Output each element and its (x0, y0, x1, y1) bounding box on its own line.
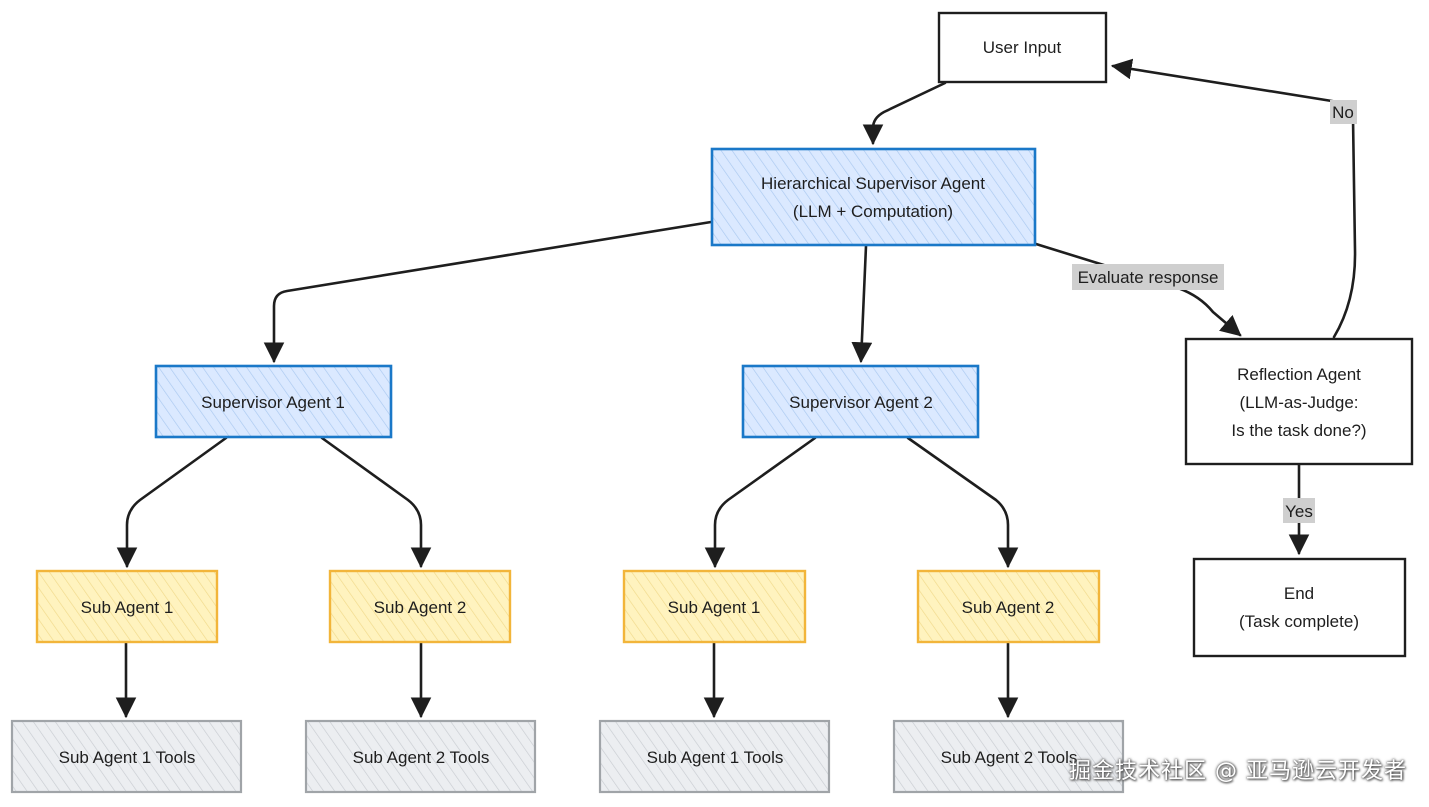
node-user-input: User Input (937, 11, 1108, 84)
node-tools-label: Sub Agent 1 Tools (647, 748, 784, 767)
node-reflection-line1: Reflection Agent (1237, 365, 1361, 384)
edge-label-evaluate-text: Evaluate response (1078, 268, 1219, 287)
node-sub-agent-label: Sub Agent 2 (374, 598, 467, 617)
node-sub-agent: Sub Agent 2 (328, 569, 512, 644)
node-tools: Sub Agent 1 Tools (10, 719, 243, 794)
edge-label-yes: Yes (1283, 498, 1315, 523)
edges (115, 58, 1357, 719)
node-sub-agent: Sub Agent 1 (622, 569, 807, 644)
edge-label-yes-text: Yes (1285, 502, 1313, 521)
node-end-line2: (Task complete) (1239, 612, 1359, 631)
node-tools-label: Sub Agent 2 Tools (353, 748, 490, 767)
node-reflection-line3: Is the task done?) (1231, 421, 1366, 440)
node-reflection-agent: Reflection Agent (LLM-as-Judge: Is the t… (1184, 337, 1414, 466)
edge-supervisor-1-to-sub-1 (116, 436, 228, 569)
edge-supervisor-2-to-sub-2 (906, 436, 1019, 569)
node-tools-label: Sub Agent 2 Tools (941, 748, 1078, 767)
node-tools: Sub Agent 2 Tools (304, 719, 537, 794)
node-tools-label: Sub Agent 1 Tools (59, 748, 196, 767)
edge-label-no: No (1330, 100, 1357, 124)
node-tools: Sub Agent 1 Tools (598, 719, 831, 794)
edge-supervisor-2-to-sub-1 (704, 436, 817, 569)
node-supervisor-2: Supervisor Agent 2 (741, 364, 980, 439)
node-end: End (Task complete) (1192, 557, 1407, 658)
node-hierarchical-supervisor-line1: Hierarchical Supervisor Agent (761, 174, 985, 193)
node-hierarchical-supervisor-line2: (LLM + Computation) (793, 202, 953, 221)
node-supervisor-1: Supervisor Agent 1 (154, 364, 393, 439)
node-user-input-label: User Input (983, 38, 1062, 57)
node-reflection-line2: (LLM-as-Judge: (1239, 393, 1358, 412)
node-sub-agent-label: Sub Agent 2 (962, 598, 1055, 617)
node-hierarchical-supervisor: Hierarchical Supervisor Agent (LLM + Com… (710, 147, 1037, 247)
node-sub-agent-label: Sub Agent 1 (668, 598, 761, 617)
node-end-line1: End (1284, 584, 1314, 603)
edge-supervisor-1-to-sub-2 (320, 436, 432, 569)
node-supervisor-1-label: Supervisor Agent 1 (201, 393, 345, 412)
watermark: 掘金技术社区 @ 亚马逊云开发者 (1069, 759, 1407, 784)
edge-label-evaluate: Evaluate response (1072, 264, 1224, 290)
node-sub-agent-label: Sub Agent 1 (81, 598, 174, 617)
edge-reflection-to-input (1110, 58, 1357, 339)
node-supervisor-2-label: Supervisor Agent 2 (789, 393, 933, 412)
node-sub-agent: Sub Agent 1 (35, 569, 219, 644)
edge-hierarchical-to-supervisor-1 (263, 220, 713, 364)
edge-label-no-text: No (1332, 103, 1354, 122)
node-sub-agent: Sub Agent 2 (916, 569, 1101, 644)
edge-input-to-hierarchical (862, 81, 947, 146)
edge-hierarchical-to-supervisor-2 (851, 244, 873, 364)
node-tools: Sub Agent 2 Tools (892, 719, 1125, 794)
